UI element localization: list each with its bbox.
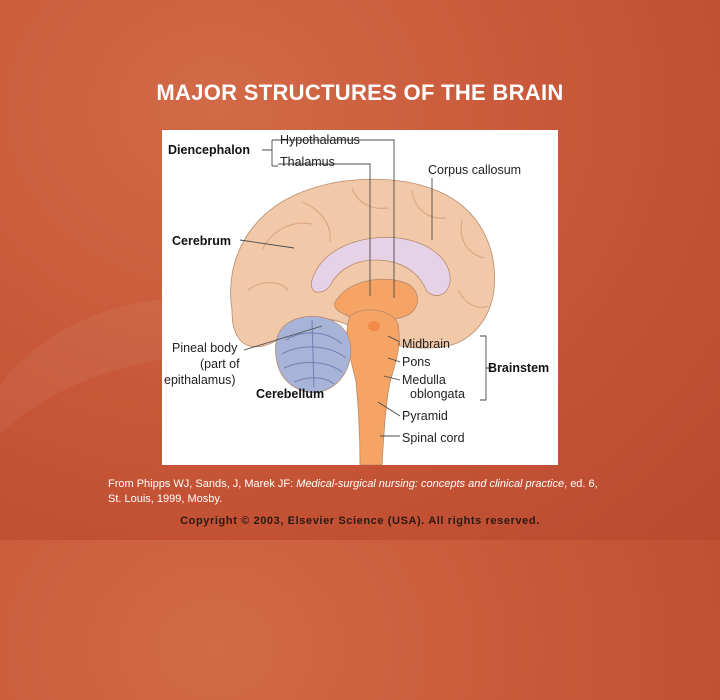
label-pineal-2: (part of <box>200 357 240 371</box>
label-pineal-1: Pineal body <box>172 341 238 355</box>
page-title: MAJOR STRUCTURES OF THE BRAIN <box>156 80 564 105</box>
brain-diagram-panel: Diencephalon Hypothalamus Thalamus Corpu… <box>162 130 558 465</box>
label-diencephalon: Diencephalon <box>168 143 250 157</box>
label-cerebellum: Cerebellum <box>256 387 324 401</box>
citation: From Phipps WJ, Sands, J, Marek JF: Medi… <box>108 477 608 507</box>
citation-prefix: From Phipps WJ, Sands, J, Marek JF: <box>108 478 297 490</box>
citation-suffix: , ed. 6, St. Louis, 1999, Mosby. <box>108 478 598 505</box>
brainstem-shape <box>346 309 400 465</box>
label-pineal-3: epithalamus) <box>164 373 236 387</box>
label-thalamus: Thalamus <box>280 155 335 169</box>
brain-diagram: Diencephalon Hypothalamus Thalamus Corpu… <box>164 133 549 465</box>
label-spinal-cord: Spinal cord <box>402 431 465 445</box>
label-medulla-1: Medulla <box>402 373 446 387</box>
label-hypothalamus: Hypothalamus <box>280 133 360 147</box>
label-pons: Pons <box>402 355 431 369</box>
label-brainstem: Brainstem <box>488 361 549 375</box>
label-medulla-2: oblongata <box>410 387 465 401</box>
label-cerebrum: Cerebrum <box>172 234 231 248</box>
label-corpus-callosum: Corpus callosum <box>428 163 521 177</box>
label-midbrain: Midbrain <box>402 337 450 351</box>
citation-title: Medical-surgical nursing: concepts and c… <box>296 478 565 490</box>
cerebellum-shape <box>275 315 352 393</box>
pituitary-shape <box>368 321 380 331</box>
leader-lines <box>239 139 492 437</box>
copyright-notice: Copyright © 2003, Elsevier Science (USA)… <box>180 515 540 527</box>
label-pyramid: Pyramid <box>402 409 448 423</box>
cerebrum-shape <box>230 178 495 349</box>
corpus-callosum-shape <box>310 236 451 296</box>
cerebrum-gyri <box>247 187 489 309</box>
thalamus-shape <box>334 278 418 322</box>
